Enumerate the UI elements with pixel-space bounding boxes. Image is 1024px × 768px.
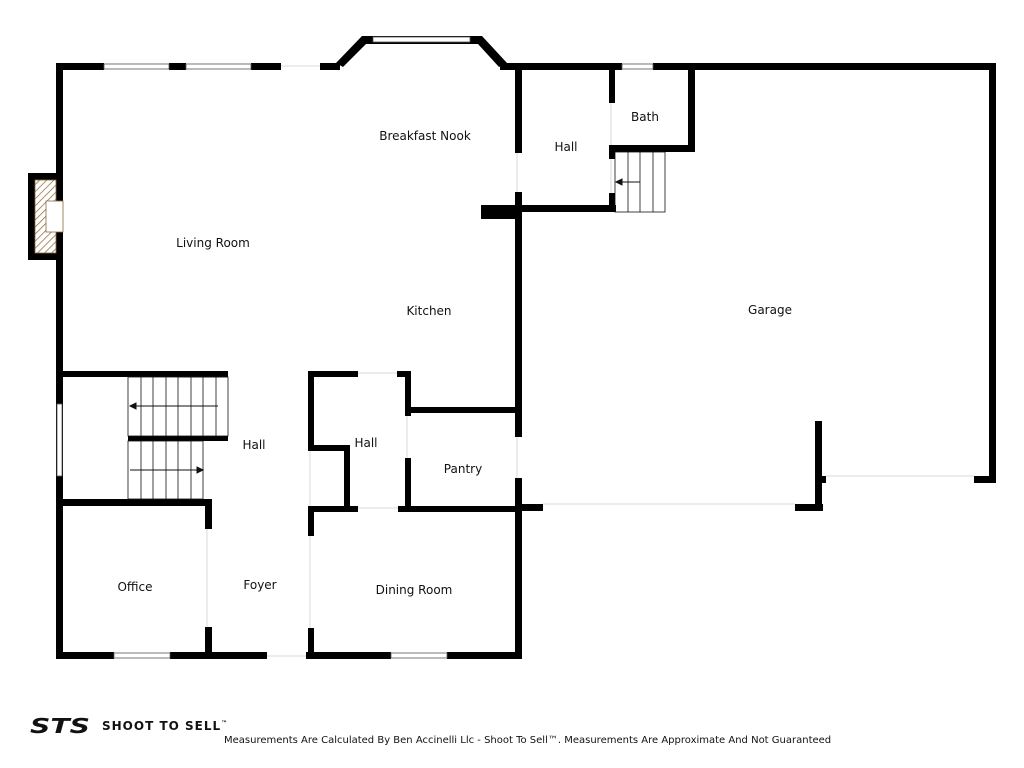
wall-midhall-left-3 <box>308 628 314 659</box>
wall-fireplace-left <box>28 173 35 260</box>
label-hall-upper: Hall <box>554 140 577 154</box>
room-labels: Breakfast Nook Living Room Kitchen Hall … <box>117 110 791 597</box>
wall-bottom-4 <box>447 652 522 659</box>
wall-garage-post-2 <box>822 476 826 483</box>
label-breakfast-nook: Breakfast Nook <box>379 129 471 143</box>
window-bay <box>372 36 471 43</box>
wall-bath-right <box>688 63 695 152</box>
wall-hall-bottom <box>515 205 616 212</box>
window-left <box>56 403 63 477</box>
measurement-disclaimer: Measurements Are Calculated By Ben Accin… <box>224 735 832 746</box>
wall-bottom-2 <box>170 652 267 659</box>
wall-office-right-1 <box>205 499 212 529</box>
wall-bottom-1 <box>56 652 114 659</box>
wall-midhall-top-1 <box>308 371 358 377</box>
wall-top-2 <box>169 63 186 70</box>
wall-kitchen-garage-2 <box>515 192 522 437</box>
wall-midhall-left <box>308 371 314 451</box>
wall-garage-right <box>989 63 996 483</box>
wall-kitchen-garage-3 <box>515 478 522 659</box>
brand-trademark: ™ <box>221 720 229 727</box>
label-living-room: Living Room <box>176 236 250 250</box>
wall-top-3 <box>251 63 281 70</box>
wall-pantry-top <box>405 407 522 413</box>
wall-top-4 <box>320 63 340 70</box>
bay-window-frame <box>336 36 507 67</box>
wall-closet-right <box>344 445 350 512</box>
wall-stub-kitchen <box>481 205 521 219</box>
window-top-1 <box>103 63 170 70</box>
wall-top-7 <box>653 63 996 70</box>
wall-bath-bottom <box>609 145 695 152</box>
wall-hall-bath-1 <box>609 63 615 103</box>
wall-bottom-3 <box>306 652 391 659</box>
brand-name: SHOOT TO SELL™ <box>102 719 228 733</box>
windows <box>56 36 654 659</box>
wall-top-6 <box>515 63 622 70</box>
fireplace <box>34 179 64 254</box>
wall-midhall-top-2 <box>397 371 411 377</box>
window-office <box>113 652 171 659</box>
wall-garage-post <box>815 421 822 511</box>
label-hall-stairs: Hall <box>242 438 265 452</box>
wall-top-5 <box>500 63 520 70</box>
wall-kitchen-garage-1 <box>515 63 522 153</box>
wall-office-right-2 <box>205 627 212 659</box>
wall-left <box>56 63 63 659</box>
wall-midhall-bottom-1 <box>308 506 358 512</box>
walls <box>28 36 996 659</box>
label-garage: Garage <box>748 303 792 317</box>
sts-logo-icon: STS <box>30 716 90 736</box>
brand-logo: STS SHOOT TO SELL™ <box>30 716 228 736</box>
wall-midhall-right-1 <box>405 371 411 416</box>
wall-midhall-bottom-2 <box>398 506 522 512</box>
wall-midhall-right-2 <box>405 458 411 512</box>
label-dining-room: Dining Room <box>376 583 453 597</box>
logo-mark-text: STS <box>30 716 90 736</box>
window-dining <box>390 652 448 659</box>
label-foyer: Foyer <box>243 578 276 592</box>
wall-garage-bottom <box>515 504 543 511</box>
wall-stairs-top <box>56 371 228 377</box>
label-hall-middle: Hall <box>354 436 377 450</box>
wall-hall-bath-3 <box>609 193 615 212</box>
label-kitchen: Kitchen <box>406 304 451 318</box>
wall-closet-top <box>308 445 350 451</box>
label-office: Office <box>117 580 152 594</box>
label-pantry: Pantry <box>444 462 482 476</box>
stair-arrow-garage <box>614 178 640 186</box>
wall-top-1 <box>56 63 104 70</box>
openings <box>206 65 974 657</box>
wall-fireplace-top <box>28 173 63 180</box>
label-bath: Bath <box>631 110 659 124</box>
window-bath <box>621 63 654 70</box>
wall-midhall-left-2 <box>308 506 314 536</box>
wall-office-top <box>56 499 212 506</box>
wall-garage-bottom-2 <box>795 504 823 511</box>
wall-fireplace-bottom <box>28 253 63 260</box>
brand-name-text: SHOOT TO SELL <box>102 719 222 733</box>
stair-arrows <box>128 402 218 474</box>
wall-stairs-mid <box>128 436 228 441</box>
window-top-2 <box>185 63 252 70</box>
wall-garage-right-stub <box>974 476 996 483</box>
fireplace-hearth <box>45 200 64 233</box>
